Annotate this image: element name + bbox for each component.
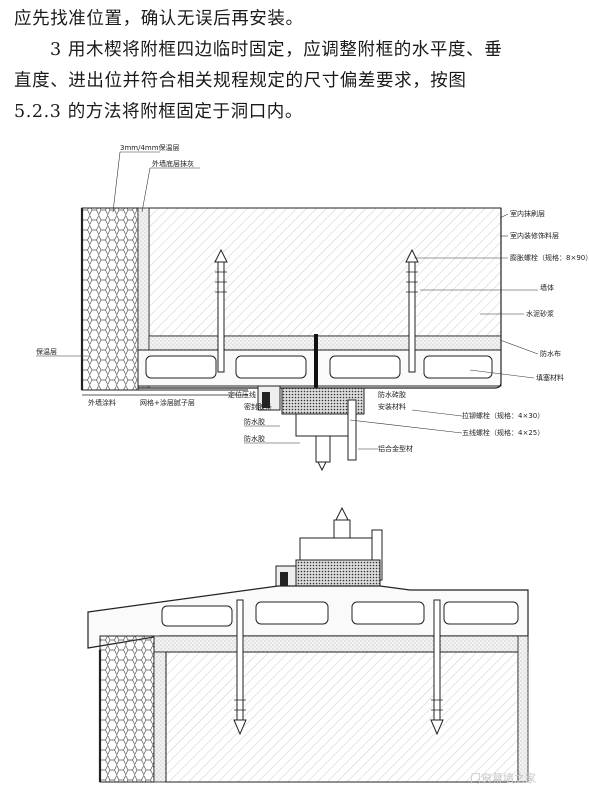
expansion-bolt-right <box>405 248 419 373</box>
paragraph-3-line-2: 直度、进出位并符合相关规程规定的尺寸偏差要求，按图 <box>14 71 467 91</box>
label-wall: 墙体 <box>540 283 554 292</box>
label-fixing-strip: 定位压线 <box>228 390 256 399</box>
expansion-bolt-bottom-left <box>233 599 247 736</box>
text-line-1: 应先找准位置，确认无误后再安装。 <box>14 9 304 29</box>
insulation-layer <box>81 207 139 391</box>
label-cement-mortar: 水泥砂浆 <box>526 309 554 318</box>
watermark: 门窗幕墙之家 <box>470 771 536 785</box>
label-exterior-base-plaster: 外墙底层抹灰 <box>152 159 194 168</box>
body-text: 应先找准位置，确认无误后再安装。 3 用木楔将附框四边临时固定，应调整附框的水平… <box>14 4 586 128</box>
label-waterproof: 防水布 <box>540 349 561 358</box>
wall-body <box>148 207 502 337</box>
paragraph-number: 3 <box>50 40 62 60</box>
label-waterproof-glue-2: 防水胶 <box>244 434 265 443</box>
label-insulation-board: 3mm/4mm保温层 <box>120 143 180 152</box>
label-install-material: 安装材料 <box>378 402 406 411</box>
label-waterproof-glue-1: 防水胶 <box>244 417 265 426</box>
insulation-layer-bottom <box>99 635 155 783</box>
label-aluminum-profile: 铝合金型材 <box>378 444 413 453</box>
label-expansion-bolt: 膨胀螺栓（规格：8×90） <box>510 253 589 262</box>
label-filler: 填塞材料 <box>536 373 564 382</box>
label-mesh-putty: 网格+涂层腻子层 <box>140 398 195 407</box>
label-rivet-bolt: 拉铆螺栓（规格：4×30） <box>462 411 544 420</box>
window-profile-top <box>257 385 365 472</box>
bottom-section-drawing <box>87 506 529 783</box>
paragraph-3: 3 用木楔将附框四边临时固定，应调整附框的水平度、垂 <box>14 35 586 66</box>
label-waterproof-foam: 防水砖胶 <box>378 390 406 399</box>
label-screw: 五线螺栓（规格：4×25） <box>462 428 544 437</box>
expansion-bolt-left <box>214 248 228 373</box>
paragraph-3-line-1: 用木楔将附框四边临时固定，应调整附框的水平度、垂 <box>67 40 503 60</box>
label-insulation: 保温层 <box>36 347 57 356</box>
label-exterior-paint: 外墙涂料 <box>88 398 116 407</box>
paragraph-3-line-3: 5.2.3 的方法将附框固定于洞口内。 <box>14 102 303 122</box>
wall-body-bottom <box>165 651 519 783</box>
expansion-bolt-bottom-right <box>430 599 444 736</box>
label-interior-finish: 室内装修饰料层 <box>510 231 559 240</box>
top-section-labels: 3mm/4mm保温层 外墙底层抹灰 保温层 外墙涂料 网格+涂层腻子层 定位压线… <box>36 143 589 453</box>
label-interior-plaster: 室内抹刷层 <box>510 209 545 218</box>
top-section-drawing <box>80 207 502 472</box>
label-sealant-tape: 密封胶条 <box>244 402 272 411</box>
